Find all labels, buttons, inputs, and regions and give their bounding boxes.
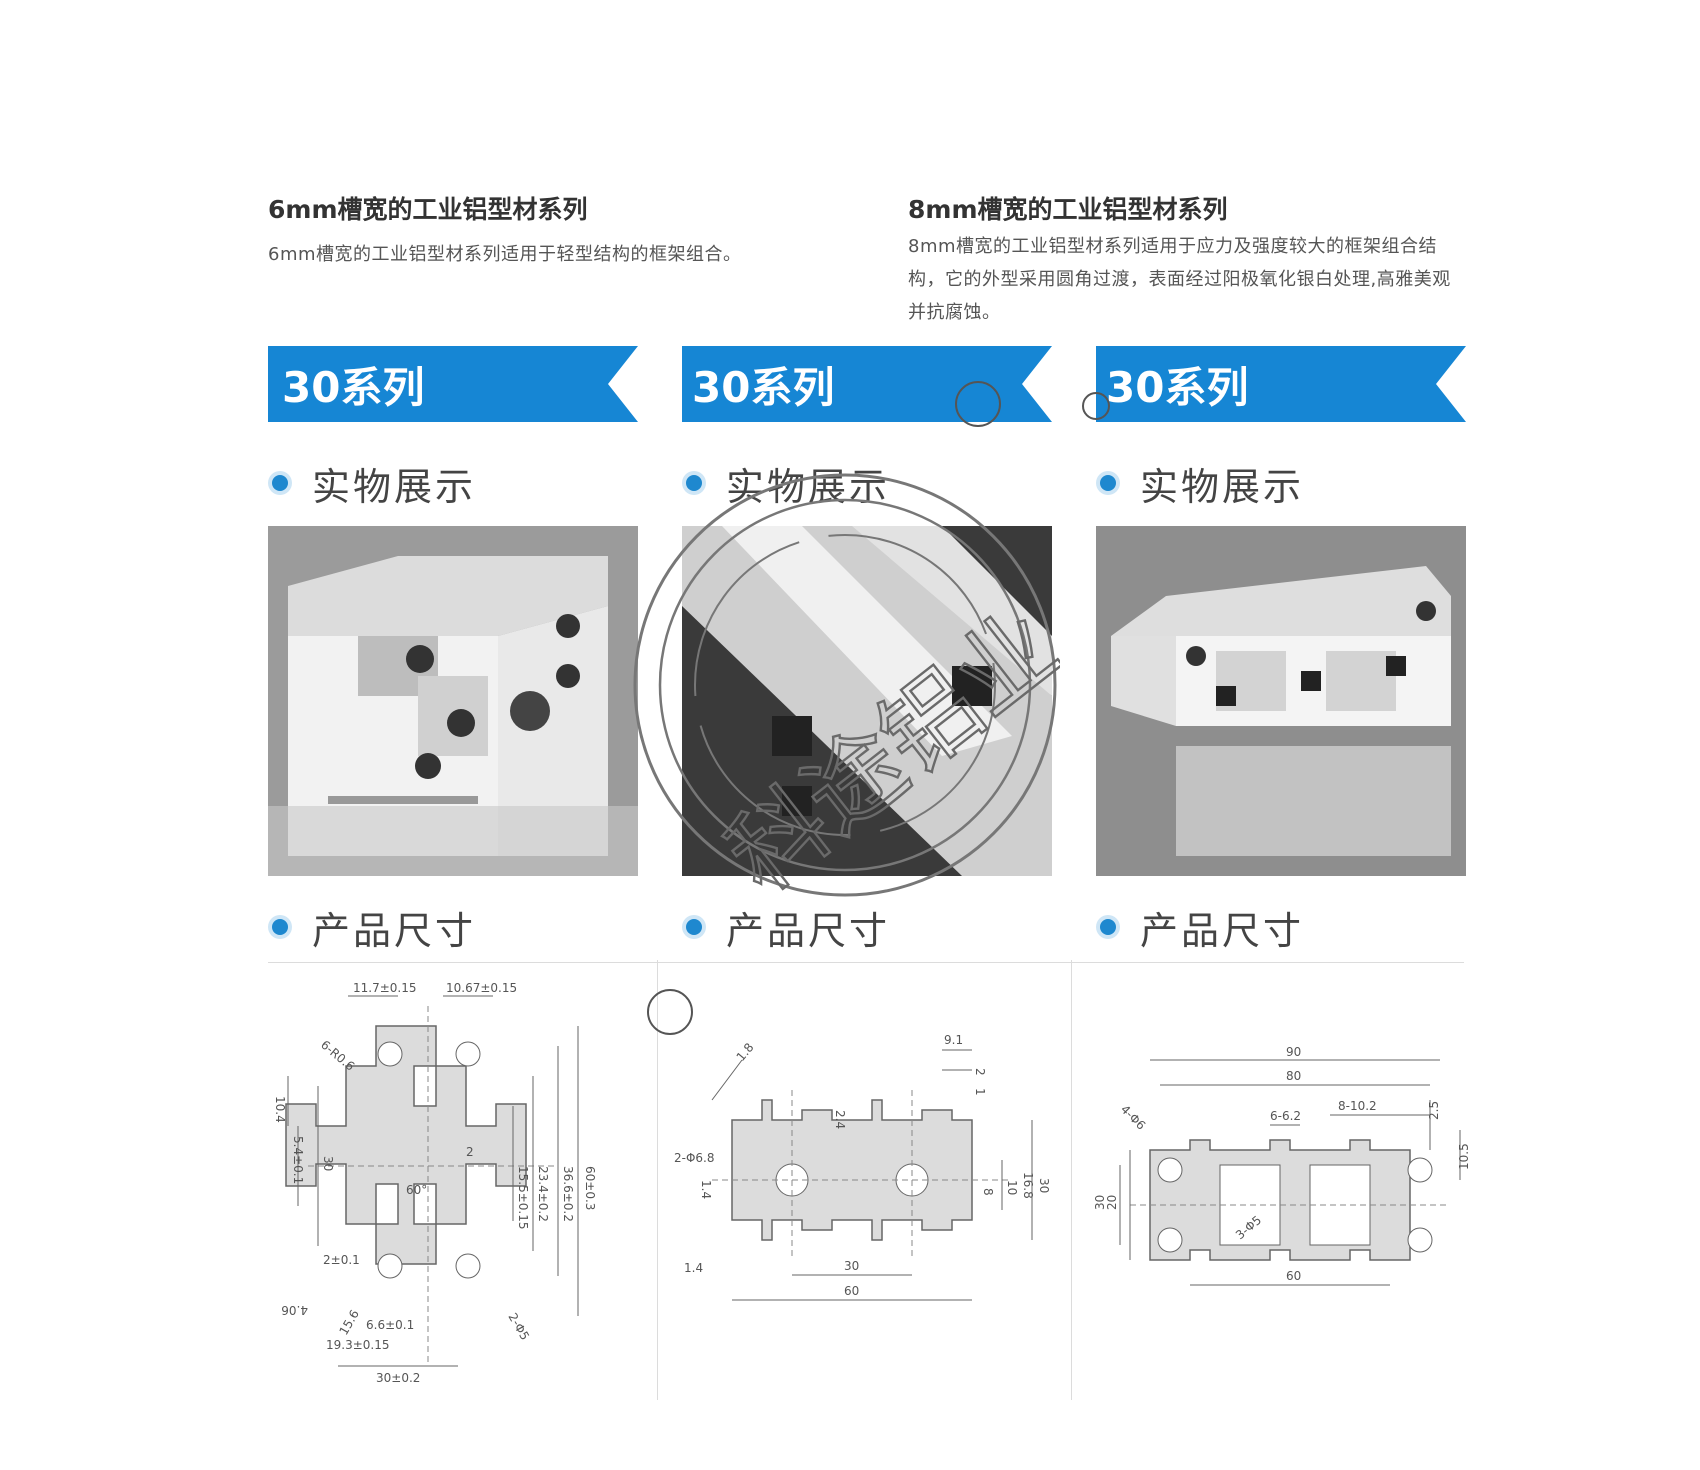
- dimension-label: 30: [844, 1259, 859, 1273]
- series-banner-label: 30系列: [1106, 363, 1249, 412]
- dimension-drawing: 11.7±0.15 10.67±0.15 6-R0.6 60±0.3 36.6±…: [268, 966, 638, 1396]
- section-heading-size: 产品尺寸: [686, 902, 891, 953]
- dimension-label: 30±0.2: [376, 1371, 420, 1385]
- bullet-icon: [686, 475, 702, 491]
- dimension-label: 4.06: [281, 1303, 308, 1317]
- dimension-label: 2: [973, 1068, 987, 1076]
- series-banner: 30系列: [268, 346, 638, 422]
- dimension-label: 30: [1093, 1195, 1107, 1210]
- series-banner: 30系列: [1096, 346, 1466, 422]
- dimension-label: 8: [981, 1188, 995, 1196]
- dimension-label: 60°: [406, 1183, 427, 1197]
- dimension-label: 16.8: [1021, 1172, 1035, 1199]
- dimension-label: 60±0.3: [583, 1166, 597, 1210]
- section-heading-label: 产品尺寸: [312, 908, 477, 953]
- dimension-label: 60: [844, 1284, 859, 1298]
- section-heading-photo: 实物展示: [686, 458, 891, 509]
- dimension-label: 30: [321, 1156, 335, 1171]
- dimension-label: 6.6±0.1: [366, 1318, 414, 1332]
- section-heading-label: 实物展示: [726, 464, 891, 509]
- section-heading-size: 产品尺寸: [272, 902, 477, 953]
- dimension-label: 10: [1005, 1180, 1019, 1195]
- decorative-circle: [955, 381, 1001, 427]
- bullet-icon: [1100, 919, 1116, 935]
- bullet-icon: [686, 919, 702, 935]
- dimension-label: 4-Φ6: [1118, 1102, 1148, 1132]
- left-series-description: 6mm槽宽的工业铝型材系列适用于轻型结构的框架组合。: [268, 244, 742, 265]
- dimension-label: 2.5: [1427, 1101, 1441, 1120]
- section-heading-label: 实物展示: [312, 464, 477, 509]
- dimension-label: 1: [973, 1088, 987, 1096]
- product-photo: [268, 526, 638, 876]
- column-divider: [1071, 960, 1072, 1400]
- dimension-label: 2-Φ5: [505, 1311, 532, 1343]
- dimension-drawing: 90 80 8-10.2 6-6.2 2.5 4-Φ6 10.5 30 20 3…: [1090, 1040, 1471, 1470]
- right-series-title: 8mm槽宽的工业铝型材系列: [908, 195, 1228, 224]
- dimension-label: 11.7±0.15: [353, 981, 417, 995]
- dimension-label: 6-R0.6: [318, 1038, 357, 1074]
- dimension-label: 1.4: [684, 1261, 703, 1275]
- dimension-label: 60: [1286, 1269, 1301, 1283]
- dimension-label: 6-6.2: [1270, 1109, 1301, 1123]
- dimension-label: 36.6±0.2: [561, 1166, 575, 1222]
- dimension-label: 30: [1037, 1178, 1051, 1193]
- series-banner-label: 30系列: [282, 363, 425, 412]
- dimension-label: 9.1: [944, 1033, 963, 1047]
- dimension-label: 8-10.2: [1338, 1099, 1377, 1113]
- dimension-label: 19.3±0.15: [326, 1338, 390, 1352]
- dimension-label: 1.4: [699, 1180, 713, 1199]
- dimension-label: 1.8: [734, 1040, 757, 1064]
- column-divider: [657, 960, 658, 1400]
- section-heading-photo: 实物展示: [1100, 458, 1305, 509]
- dimension-label: 23.4±0.2: [536, 1166, 550, 1222]
- dimension-label: 5.4±0.1: [291, 1136, 305, 1184]
- product-photo: [1096, 526, 1466, 876]
- dimension-label: 20: [1105, 1195, 1119, 1210]
- decorative-circle: [647, 989, 693, 1035]
- bullet-icon: [272, 475, 288, 491]
- dimension-label: 2±0.1: [323, 1253, 360, 1267]
- dimension-drawing: 1.8 9.1 2 1 2.4 2-Φ6.8 1.4 10 16.8 30 8 …: [672, 1010, 1051, 1440]
- section-heading-label: 产品尺寸: [726, 908, 891, 953]
- section-heading-label: 产品尺寸: [1140, 908, 1305, 953]
- section-divider: [268, 962, 1464, 963]
- bullet-icon: [272, 919, 288, 935]
- dimension-label: 10.67±0.15: [446, 981, 517, 995]
- right-series-description: 8mm槽宽的工业铝型材系列适用于应力及强度较大的框架组合结构，它的外型采用圆角过…: [908, 236, 1451, 323]
- dimension-label: 80: [1286, 1069, 1301, 1083]
- dimension-label: 2-Φ6.8: [674, 1151, 715, 1165]
- section-heading-size: 产品尺寸: [1100, 902, 1305, 953]
- bullet-icon: [1100, 475, 1116, 491]
- dimension-label: 2.4: [833, 1110, 847, 1129]
- decorative-circle: [1082, 392, 1110, 420]
- dimension-label: 90: [1286, 1045, 1301, 1059]
- dimension-label: 2: [466, 1145, 474, 1159]
- product-photo: [682, 526, 1052, 876]
- section-heading-label: 实物展示: [1140, 464, 1305, 509]
- left-series-title: 6mm槽宽的工业铝型材系列: [268, 195, 588, 224]
- dimension-label: 15.6: [336, 1307, 361, 1337]
- dimension-label: 10.4: [273, 1096, 287, 1123]
- dimension-label: 10.5: [1457, 1143, 1471, 1170]
- section-heading-photo: 实物展示: [272, 458, 477, 509]
- series-banner: 30系列: [682, 346, 1052, 422]
- series-banner-label: 30系列: [692, 363, 835, 412]
- dimension-label: 15.5±0.15: [516, 1166, 530, 1230]
